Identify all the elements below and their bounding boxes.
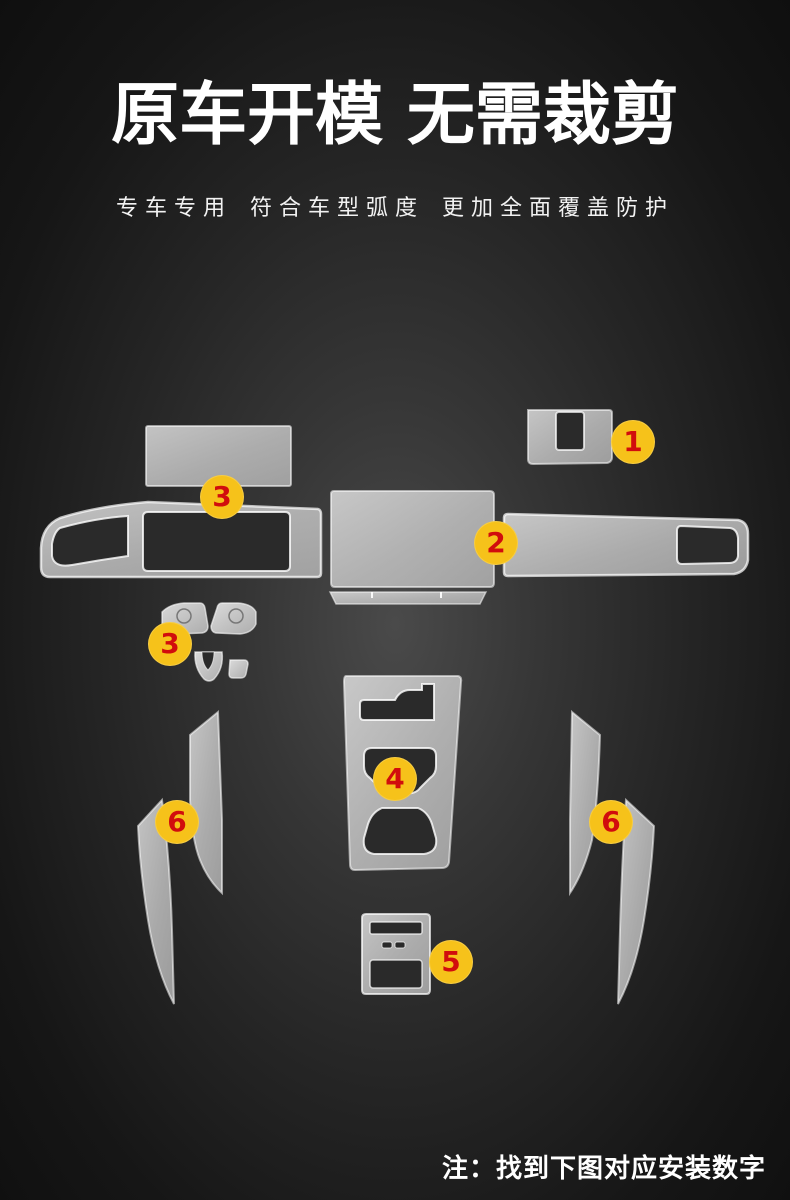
badge-1: 1 <box>611 420 655 464</box>
film-piece-2-dash-right <box>502 512 750 578</box>
film-piece-5-panel <box>361 913 431 995</box>
badge-6-right: 6 <box>589 800 633 844</box>
film-piece-3-steering-buttons <box>161 602 257 682</box>
install-note: 注：找到下图对应安装数字 <box>441 1154 766 1184</box>
badge-6-left: 6 <box>155 800 199 844</box>
page-subtitle: 专车专用符合车型弧度更加全面覆盖防护 <box>0 198 790 220</box>
badge-3: 3 <box>200 475 244 519</box>
page-title: 原车开模 无需裁剪 <box>111 76 679 155</box>
subtitle-part-1: 专车专用 <box>115 196 232 221</box>
badge-3-steering: 3 <box>148 622 192 666</box>
badge-4: 4 <box>373 757 417 801</box>
film-piece-3-dash-left <box>39 500 323 579</box>
film-piece-6-right-door <box>569 709 656 1005</box>
film-piece-1 <box>527 409 613 466</box>
badge-5: 5 <box>429 940 473 984</box>
film-piece-2-center-screen <box>330 490 495 588</box>
subtitle-part-2: 符合车型弧度 <box>249 196 424 221</box>
badge-2: 2 <box>474 521 518 565</box>
subtitle-part-3: 更加全面覆盖防护 <box>442 196 675 221</box>
film-piece-2-center-strip <box>328 591 488 605</box>
film-piece-6-left-door <box>136 709 223 1005</box>
